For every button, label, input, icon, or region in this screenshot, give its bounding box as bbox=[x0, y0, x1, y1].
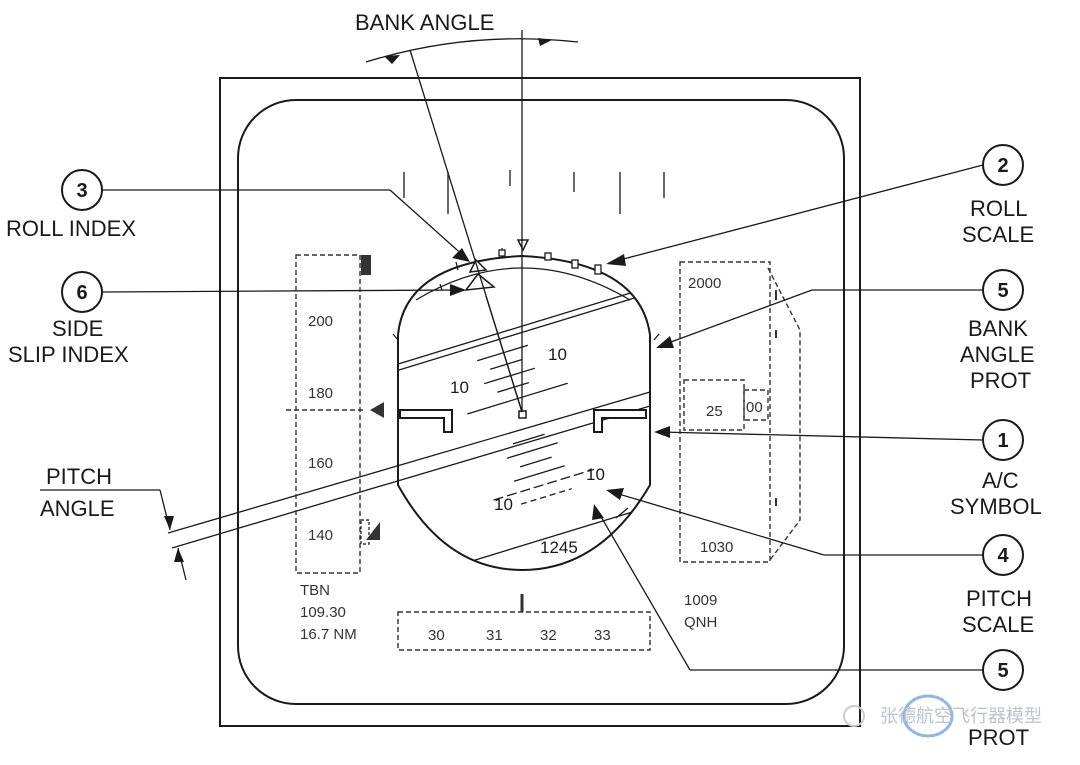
callout-5-top-arrow bbox=[656, 336, 674, 348]
speed-tick-140: 140 bbox=[308, 527, 333, 544]
watermark: 张德航空飞行器模型 bbox=[843, 694, 1042, 738]
pitch-up-right-label: 10 bbox=[548, 345, 567, 364]
callout-3-leader-diag bbox=[389, 189, 467, 259]
callout-1-leader bbox=[659, 431, 984, 441]
heading-tick-30: 30 bbox=[428, 627, 445, 644]
altitude-bottom: 1030 bbox=[700, 539, 733, 556]
callout-3: 3 bbox=[61, 169, 103, 211]
callout-4-leader-diag bbox=[611, 491, 825, 556]
heading-tick-31: 31 bbox=[486, 627, 503, 644]
pitch-angle-arrow-lower bbox=[174, 548, 184, 562]
altitude-tape bbox=[679, 261, 801, 563]
speed-tape bbox=[286, 254, 384, 574]
pitch-scale-label-2: SCALE bbox=[962, 612, 1034, 637]
roll-scale-label-1: ROLL bbox=[970, 196, 1027, 221]
callout-5-top-leader-diag bbox=[659, 289, 813, 347]
bank-angle-arrow-left bbox=[384, 55, 400, 64]
svg-text:2: 2 bbox=[997, 155, 1008, 177]
side-slip-index bbox=[464, 272, 496, 291]
top-reference-ticks bbox=[403, 170, 665, 214]
aircraft-center-dot bbox=[518, 410, 527, 419]
speed-tick-160: 160 bbox=[308, 455, 333, 472]
svg-text:5: 5 bbox=[997, 280, 1008, 302]
side-slip-label-1: SIDE bbox=[52, 316, 103, 341]
bank-prot-label-2: ANGLE bbox=[960, 342, 1035, 367]
aircraft-symbol-right bbox=[593, 409, 647, 433]
bank-angle-label: BANK ANGLE bbox=[355, 10, 494, 35]
callout-3-arrow bbox=[452, 248, 470, 262]
callout-6: 6 bbox=[61, 271, 103, 313]
aircraft-symbol-left bbox=[399, 409, 453, 433]
callout-6-arrow bbox=[450, 284, 466, 296]
altitude-current: 25 bbox=[706, 403, 723, 420]
roll-zero-triangle bbox=[516, 239, 530, 252]
svg-text:张德航空飞行器模型: 张德航空飞行器模型 bbox=[880, 706, 1042, 726]
pitch-down-right-label: 10 bbox=[586, 465, 605, 484]
radio-altitude-value: 1245 bbox=[540, 538, 578, 557]
display-outer-frame bbox=[219, 77, 861, 727]
heading-tick-32: 32 bbox=[540, 627, 557, 644]
callout-5-bottom-leader-diag bbox=[595, 507, 691, 671]
callout-2: 2 bbox=[982, 144, 1024, 186]
pitch-angle-arrow-upper bbox=[164, 516, 174, 530]
horizon-line-lower bbox=[171, 405, 651, 549]
pitch-down-left-label: 10 bbox=[494, 495, 513, 514]
bank-angle-arrow-right bbox=[538, 38, 552, 46]
pitch-angle-label-2: ANGLE bbox=[40, 496, 115, 521]
pitch-scale-label-1: PITCH bbox=[966, 586, 1032, 611]
svg-text:5: 5 bbox=[997, 660, 1008, 682]
pitch-prot-label: PROT bbox=[968, 725, 1029, 750]
svg-text:1: 1 bbox=[997, 430, 1008, 452]
pitch-up-left-label: 10 bbox=[450, 378, 469, 397]
svg-text:3: 3 bbox=[76, 180, 87, 202]
bank-angle-tilted-line bbox=[409, 49, 523, 413]
callout-5-top: 5 bbox=[982, 269, 1024, 311]
side-slip-label-2: SLIP INDEX bbox=[8, 342, 129, 367]
horizon-line-upper bbox=[167, 391, 651, 534]
display-inner-screen bbox=[237, 99, 845, 705]
bank-angle-arc bbox=[365, 38, 579, 63]
heading-tape bbox=[397, 611, 651, 651]
baro-value: 1009 bbox=[684, 592, 717, 609]
bank-prot-label-3: PROT bbox=[970, 368, 1031, 393]
callout-4-arrow bbox=[606, 488, 624, 500]
callout-1-arrow bbox=[654, 426, 670, 438]
callout-6-leader bbox=[101, 289, 463, 293]
speed-tick-180: 180 bbox=[308, 385, 333, 402]
nav-distance: 16.7 NM bbox=[300, 626, 357, 643]
ac-symbol-label-1: A/C bbox=[982, 468, 1019, 493]
callout-2-leader bbox=[611, 164, 984, 263]
callout-5-bottom: 5 bbox=[982, 649, 1024, 691]
callout-5-bottom-arrow bbox=[592, 504, 604, 520]
heading-tick-33: 33 bbox=[594, 627, 611, 644]
ac-symbol-label-2: SYMBOL bbox=[950, 494, 1042, 519]
pitch-scale bbox=[398, 269, 650, 570]
callout-4: 4 bbox=[982, 534, 1024, 576]
altitude-current-minor: 00 bbox=[746, 399, 763, 416]
callout-1: 1 bbox=[982, 419, 1024, 461]
svg-text:4: 4 bbox=[997, 545, 1009, 567]
roll-scale-label-2: SCALE bbox=[962, 222, 1034, 247]
nav-frequency: 109.30 bbox=[300, 604, 346, 621]
nav-ident: TBN bbox=[300, 582, 330, 599]
callout-2-arrow bbox=[606, 254, 626, 266]
altitude-top: 2000 bbox=[688, 275, 721, 292]
speed-tick-200: 200 bbox=[308, 313, 333, 330]
bank-prot-label-1: BANK bbox=[968, 316, 1028, 341]
svg-text:6: 6 bbox=[76, 282, 87, 304]
pitch-angle-label-1: PITCH bbox=[46, 464, 112, 489]
baro-unit: QNH bbox=[684, 614, 717, 631]
roll-index-label: ROLL INDEX bbox=[6, 216, 136, 241]
